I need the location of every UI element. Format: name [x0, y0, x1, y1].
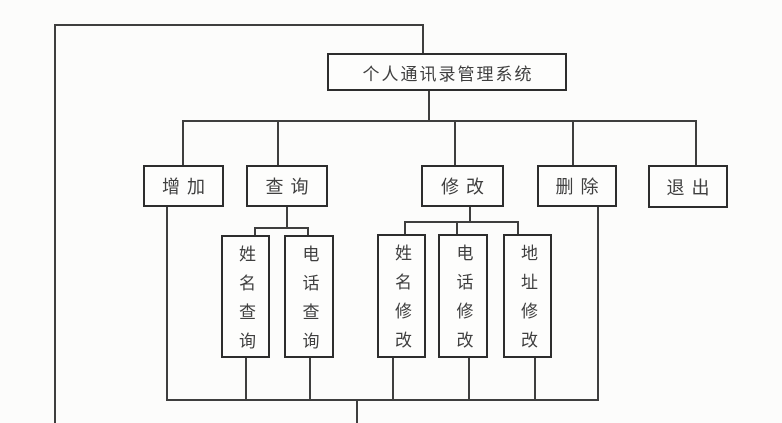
node-name-modify-label: 姓名修改	[391, 244, 411, 360]
name-modify-down-line	[392, 357, 394, 401]
query-bottom-connector	[286, 206, 288, 229]
modify-bottom-connector	[469, 206, 471, 223]
node-address-modify: 地址修改	[503, 234, 552, 360]
left-loop-line	[54, 24, 56, 423]
node-add: 增加	[143, 165, 224, 207]
top-loop-line	[54, 24, 424, 26]
node-modify: 修改	[421, 165, 504, 207]
query-sub-bus	[254, 227, 309, 229]
node-modify-label: 修改	[441, 177, 491, 198]
node-name-query: 姓名查询	[221, 235, 270, 361]
node-phone-query: 电话查询	[284, 235, 334, 361]
drop-to-delete	[572, 120, 574, 166]
drop-to-query	[277, 120, 279, 166]
node-query: 查询	[246, 165, 328, 207]
name-query-down-line	[245, 357, 247, 401]
drop-to-name-query	[254, 227, 256, 236]
node-name-query-label: 姓名查询	[235, 244, 255, 361]
delete-bottom-connector	[597, 206, 599, 401]
drop-to-modify	[454, 120, 456, 166]
add-bottom-connector	[166, 206, 168, 401]
level2-bus	[182, 120, 697, 122]
phone-query-down-line	[309, 357, 311, 401]
node-root-label: 个人通讯录管理系统	[362, 64, 534, 85]
drop-to-phone-modify	[456, 221, 458, 235]
node-phone-query-label: 电话查询	[298, 244, 319, 361]
node-phone-modify: 电话修改	[438, 234, 488, 360]
node-name-modify: 姓名修改	[377, 234, 426, 360]
root-bottom-connector	[428, 90, 430, 122]
node-delete-label: 删除	[555, 177, 606, 198]
node-delete: 删除	[537, 165, 617, 207]
phone-modify-down-line	[468, 357, 470, 401]
drop-to-name-modify	[404, 221, 406, 235]
drop-to-exit	[695, 120, 697, 166]
drop-to-phone-query	[307, 227, 309, 236]
node-exit: 退出	[648, 165, 728, 208]
node-query-label: 查询	[265, 177, 316, 198]
node-exit-label: 退出	[666, 177, 717, 199]
node-address-modify-label: 地址修改	[517, 244, 537, 360]
bottom-center-down-line	[356, 399, 358, 423]
node-add-label: 增加	[162, 177, 212, 198]
modify-sub-bus	[404, 221, 519, 223]
address-modify-down-line	[534, 357, 536, 401]
node-phone-modify-label: 电话修改	[452, 244, 473, 360]
node-root: 个人通讯录管理系统	[327, 53, 567, 91]
drop-to-add	[182, 120, 184, 166]
root-top-connector	[422, 24, 424, 55]
drop-to-address-modify	[517, 221, 519, 235]
bottom-bus	[166, 399, 599, 401]
